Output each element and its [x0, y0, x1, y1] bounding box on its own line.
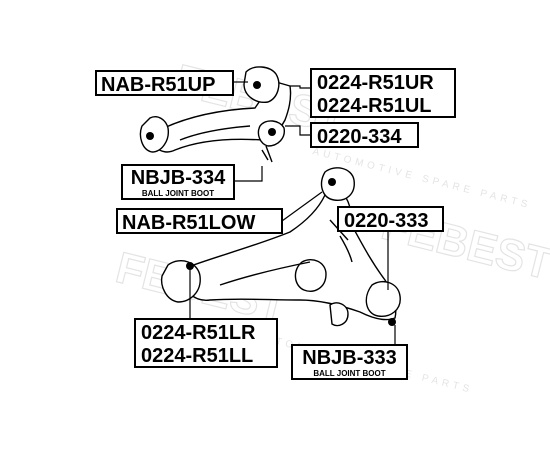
- label-nab-r51up: NAB-R51UP: [95, 70, 234, 96]
- label-lower-arm-l-text: 0224-R51LL: [141, 345, 254, 367]
- lower-bushing-marks: [186, 178, 396, 326]
- label-upper-arm: 0224-R51UR 0224-R51UL: [310, 68, 456, 118]
- label-upper-arm-l-text: 0224-R51UL: [317, 95, 432, 117]
- label-upper-joint-caption: BALL JOINT BOOT: [141, 189, 215, 198]
- label-upper-bushing-text: 0220-334: [317, 126, 402, 148]
- label-lower-joint: NBJB-333 BALL JOINT BOOT: [291, 344, 408, 380]
- upper-bushing-marks: [146, 81, 276, 140]
- label-upper-joint-text: NBJB-334: [130, 167, 226, 189]
- label-lower-joint-text: NBJB-333: [302, 347, 397, 369]
- label-lower-mount: NAB-R51LOW: [116, 208, 283, 234]
- label-nab-r51up-text: NAB-R51UP: [101, 74, 216, 96]
- label-lower-arm: 0224-R51LR 0224-R51LL: [134, 318, 278, 368]
- label-lower-arm-r-text: 0224-R51LR: [141, 322, 256, 344]
- label-lower-mount-text: NAB-R51LOW: [122, 212, 256, 234]
- label-upper-arm-r-text: 0224-R51UR: [317, 72, 434, 94]
- label-lower-bushing: 0220-333: [337, 206, 444, 232]
- label-upper-joint: NBJB-334 BALL JOINT BOOT: [121, 164, 235, 200]
- label-lower-joint-caption: BALL JOINT BOOT: [313, 369, 386, 378]
- label-upper-bushing: 0220-334: [310, 122, 419, 148]
- label-lower-bushing-text: 0220-333: [344, 210, 429, 232]
- upper-control-arm: [139, 66, 292, 163]
